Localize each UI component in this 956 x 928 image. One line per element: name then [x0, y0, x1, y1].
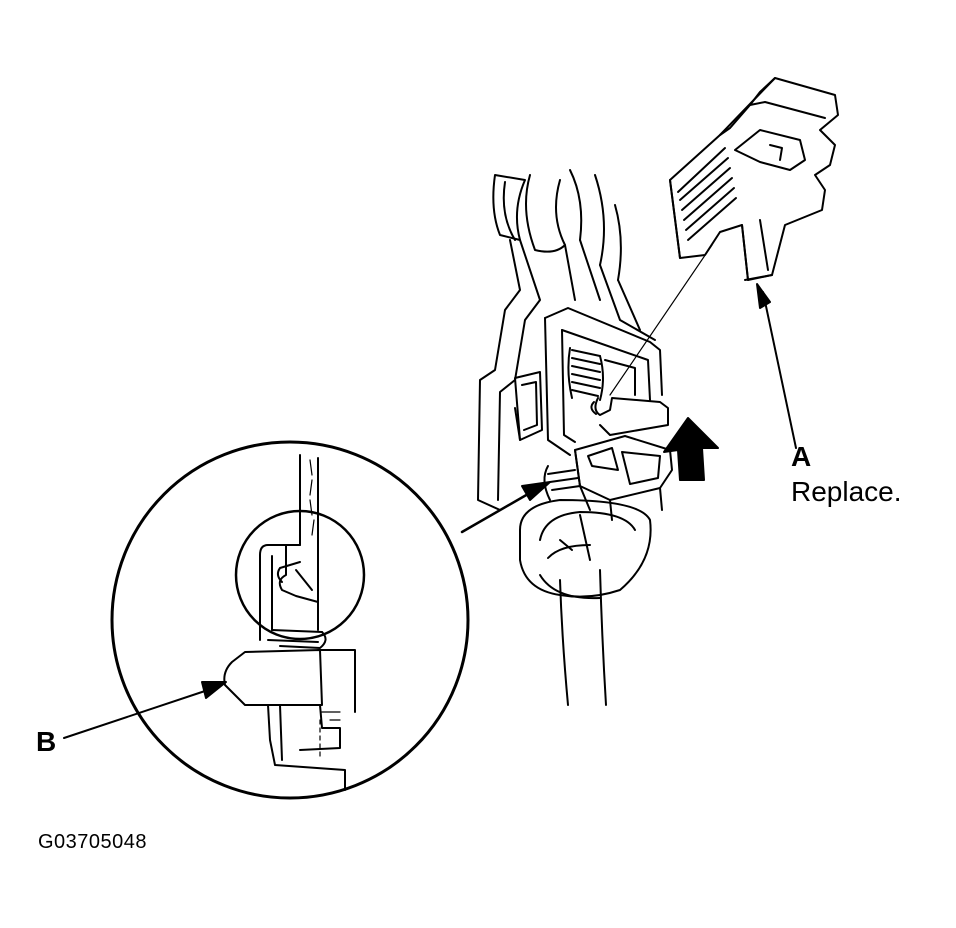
- callout-b-arrow: [63, 681, 227, 739]
- column-housing: [477, 169, 663, 511]
- cable-grommet: [519, 465, 652, 600]
- clip-guide-line: [609, 244, 713, 396]
- callout-b-letter: B: [36, 726, 57, 757]
- detail-view-circle: [110, 440, 470, 800]
- detail-connector-arrow: [460, 481, 551, 534]
- callout-a-letter: A: [791, 441, 812, 472]
- callout-a-text: Replace.: [791, 476, 902, 507]
- callout-a-arrow: [756, 283, 797, 449]
- replacement-clip: [669, 77, 839, 281]
- figure-code: G03705048: [38, 831, 148, 853]
- up-arrow-icon: [663, 417, 719, 481]
- shift-cable: [559, 569, 607, 706]
